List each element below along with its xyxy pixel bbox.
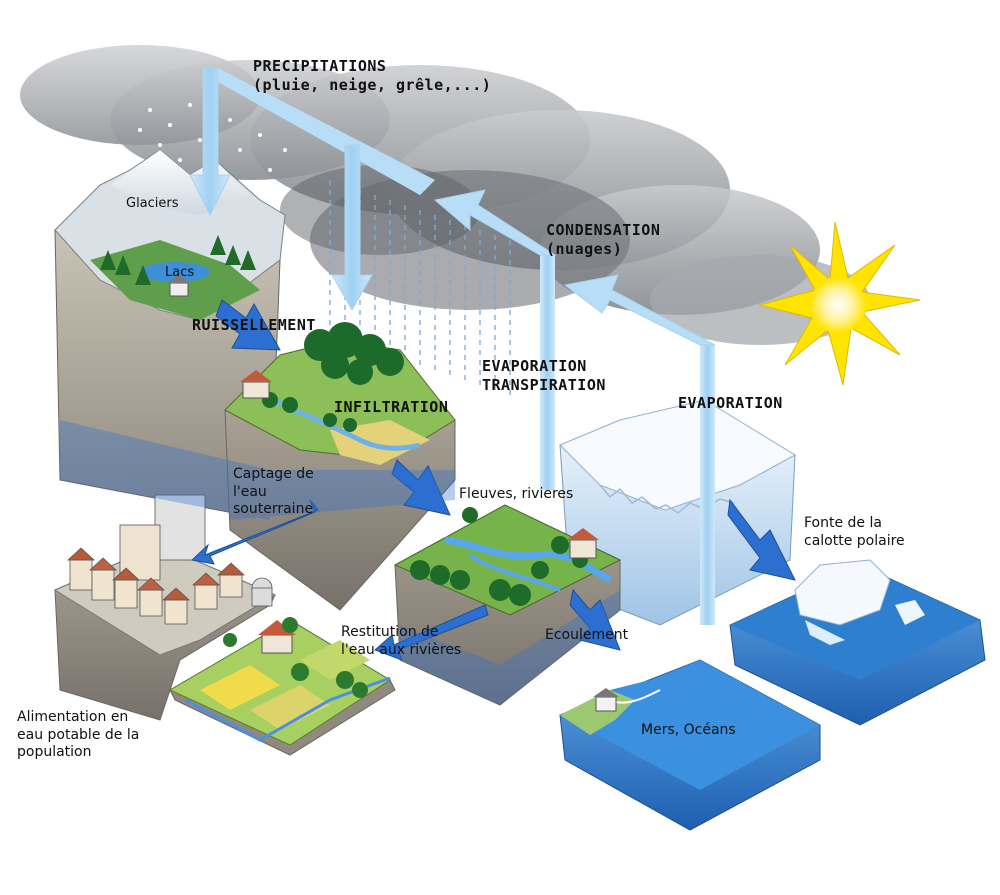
tree-icon — [410, 507, 588, 606]
sun-icon — [758, 221, 921, 386]
condensation-label: CONDENSATION (nuages) — [546, 221, 661, 258]
evaporation-label: EVAPORATION — [678, 394, 783, 412]
ruissellement-label: RUISSELLEMENT — [192, 316, 316, 334]
house-icon — [168, 274, 190, 297]
flow-arrows — [190, 299, 796, 661]
glaciers-label: Glaciers — [126, 196, 179, 211]
fonte-label: Fonte de la calotte polaire — [804, 515, 905, 549]
tree-icon — [223, 617, 368, 698]
fleuves-label: Fleuves, rivieres — [459, 486, 574, 502]
alimentation-label: Alimentation en eau potable de la popula… — [17, 709, 140, 760]
restitution-label: Restitution de l'eau aux rivières — [341, 624, 462, 658]
groundwater-shading — [60, 420, 620, 705]
evaporation-transpiration-label: EVAPORATION TRANSPIRATION — [482, 357, 606, 394]
iceberg-icon — [794, 559, 925, 645]
polar-ice-block — [559, 399, 796, 626]
house-icon — [593, 688, 619, 712]
evaporation-arrow — [563, 274, 716, 625]
rain-streaks — [329, 180, 511, 395]
house-icon — [240, 370, 272, 399]
precipitation-arrows — [189, 67, 435, 312]
tree-icon — [262, 322, 404, 432]
farm-block — [168, 617, 396, 756]
captage-label: Captage de l'eau souterraine — [233, 466, 314, 517]
evaporation-transpiration-arrow — [433, 189, 557, 490]
river-block — [393, 504, 622, 706]
mers-label: Mers, Océans — [641, 722, 736, 738]
lacs-label: Lacs — [165, 265, 195, 280]
polar-sea-block — [729, 559, 986, 726]
infiltration-label: INFILTRATION — [334, 398, 449, 416]
precipitations-label: PRECIPITATIONS (pluie, neige, grêle,...) — [253, 57, 492, 94]
tree-icon — [100, 235, 256, 285]
city-block — [53, 494, 277, 721]
ocean-block — [559, 659, 821, 831]
house-icon — [66, 494, 273, 625]
house-icon — [567, 528, 599, 559]
ecoulement-label: Ecoulement — [545, 627, 629, 643]
